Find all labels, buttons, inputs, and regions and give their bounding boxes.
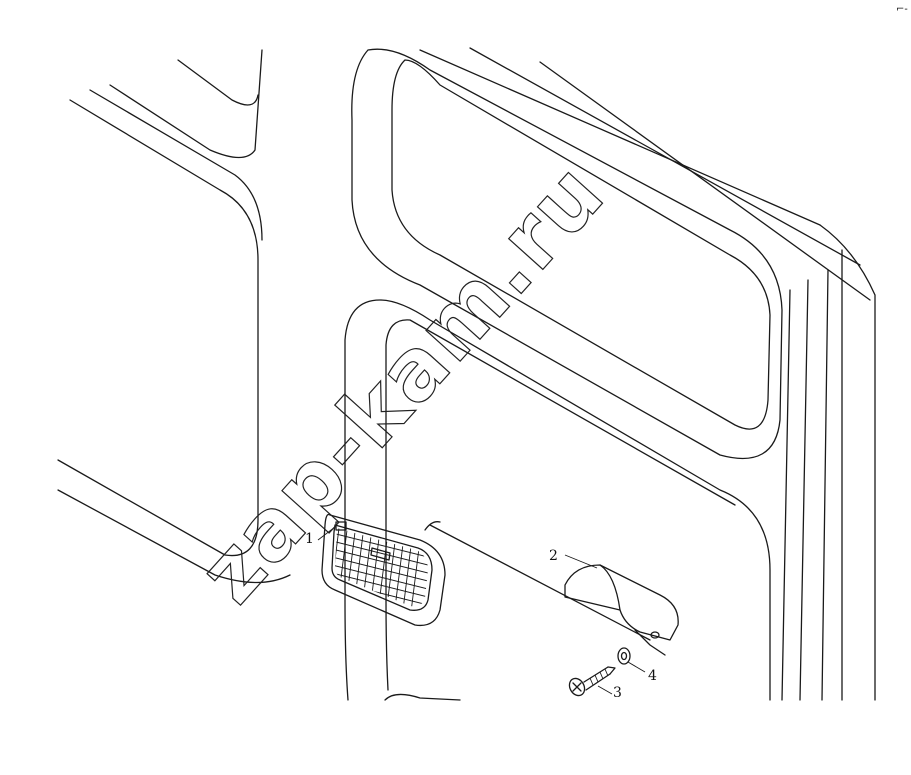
callout-2: 2 <box>549 548 558 564</box>
callout-1: 1 <box>305 531 314 547</box>
lamp-rail <box>429 524 651 641</box>
bracket <box>564 564 679 656</box>
corner-mark: ⌐- <box>896 4 908 15</box>
lamp-switch <box>335 521 347 531</box>
washer <box>617 647 631 665</box>
callout-3: 3 <box>613 685 622 701</box>
bracket-hole <box>650 631 660 639</box>
callout-4: 4 <box>648 668 657 684</box>
leader-lines <box>317 526 646 695</box>
screw <box>568 666 616 697</box>
interior-lamp <box>321 513 446 627</box>
lamp-slot <box>370 547 391 561</box>
door-pillar <box>781 224 876 701</box>
left-panel <box>57 49 291 584</box>
upper-window-frame <box>351 47 871 460</box>
